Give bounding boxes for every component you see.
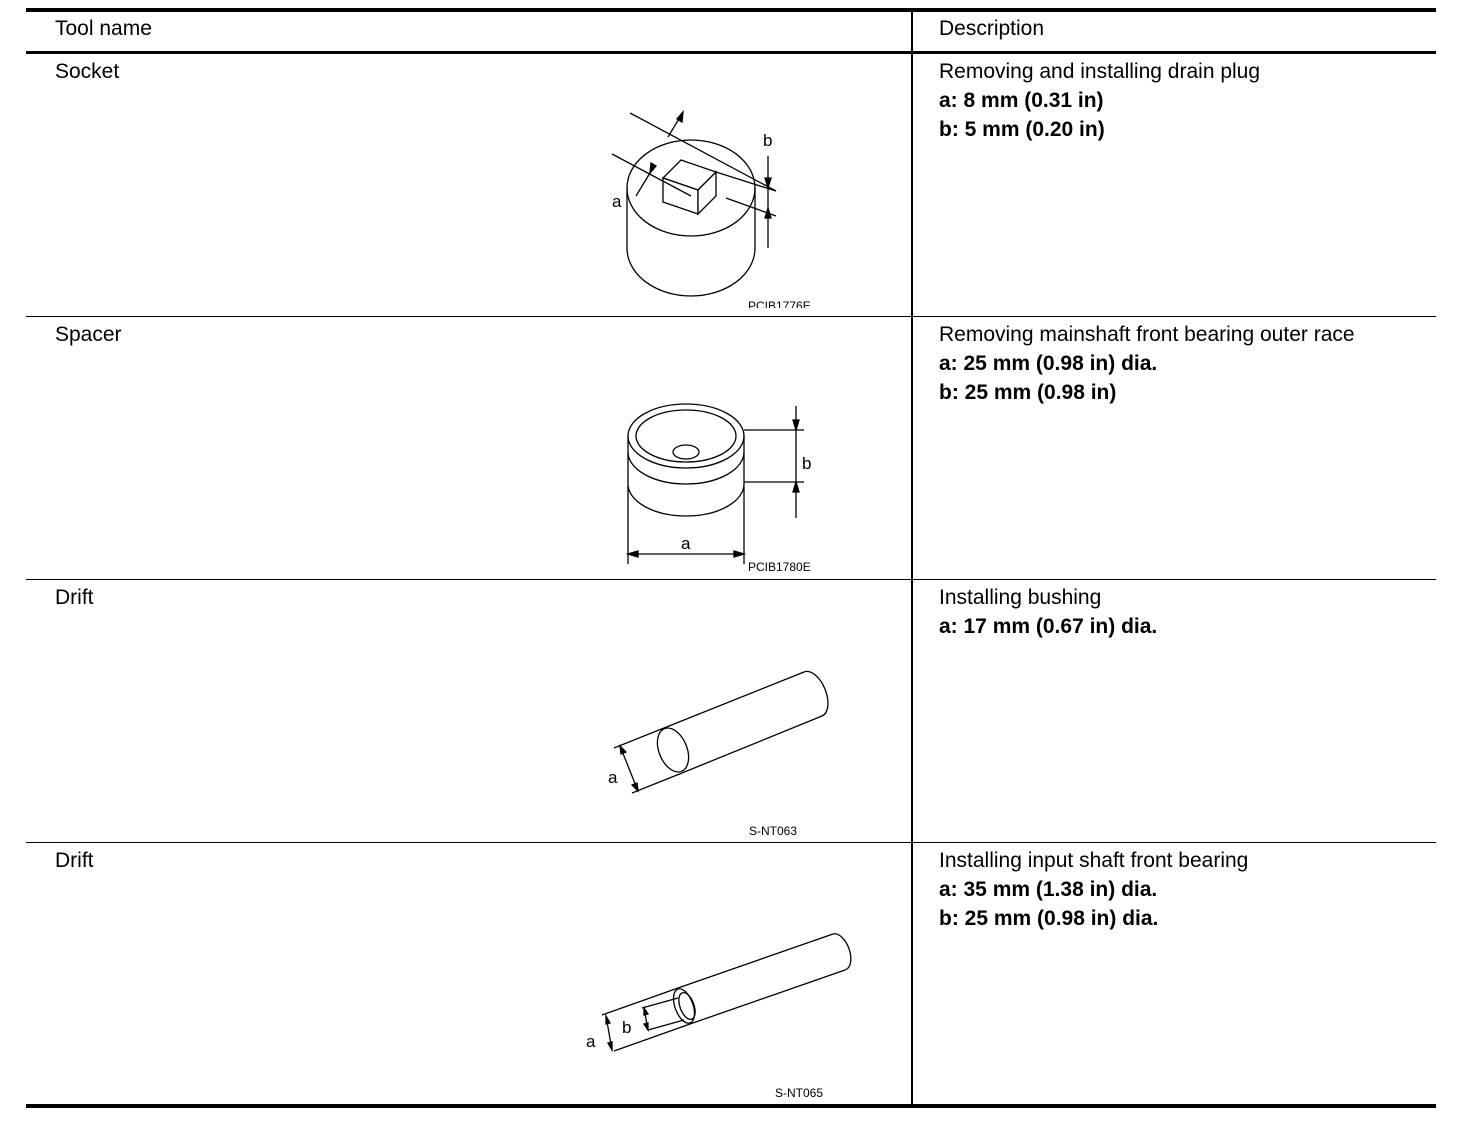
figure-code: PCIB1776E xyxy=(748,299,811,308)
tool-name-cell: Socket xyxy=(55,60,120,83)
spec-line: a: 8 mm (0.31 in) xyxy=(939,89,1104,112)
spacer-illustration: b a PCIB1780E xyxy=(625,403,811,574)
drift-illustration: a S-NT063 xyxy=(608,670,829,838)
dimension-label-b: b xyxy=(802,454,811,473)
tool-name-cell: Drift xyxy=(55,849,94,872)
description-cell: Installing bushing xyxy=(939,586,1102,609)
description-cell: Removing and installing drain plug xyxy=(939,60,1261,83)
spec-line: b: 25 mm (0.98 in) xyxy=(939,381,1117,404)
table-bottom-rule xyxy=(26,1104,1436,1108)
dimension-label-a: a xyxy=(612,192,622,211)
header-bottom-rule xyxy=(26,51,1436,54)
table-top-rule xyxy=(26,8,1436,12)
row-divider xyxy=(26,579,1436,580)
header-tool-name: Tool name xyxy=(55,17,152,40)
dimension-label-b: b xyxy=(622,1018,631,1037)
header-description: Description xyxy=(939,17,1045,40)
spec-line: b: 25 mm (0.98 in) dia. xyxy=(939,907,1159,930)
row-divider xyxy=(26,316,1436,317)
spec-line: a: 25 mm (0.98 in) dia. xyxy=(939,352,1158,375)
dimension-label-a: a xyxy=(608,768,618,787)
socket-illustration: a b PCIB1776E xyxy=(611,110,811,308)
tool-name-cell: Drift xyxy=(55,586,94,609)
column-divider xyxy=(911,8,913,1108)
spec-line: a: 17 mm (0.67 in) dia. xyxy=(939,615,1158,638)
row-divider xyxy=(26,842,1436,843)
dimension-label-b: b xyxy=(763,131,772,150)
figure-code: S-NT063 xyxy=(749,824,797,838)
description-cell: Removing mainshaft front bearing outer r… xyxy=(939,323,1355,346)
figure-code: PCIB1780E xyxy=(748,560,811,574)
drift-illustration: a b S-NT065 xyxy=(586,933,852,1100)
figure-code: S-NT065 xyxy=(775,1086,823,1100)
dimension-label-a: a xyxy=(681,534,691,553)
tool-name-cell: Spacer xyxy=(55,323,122,346)
dimension-label-a: a xyxy=(586,1032,596,1051)
spec-line: b: 5 mm (0.20 in) xyxy=(939,118,1105,141)
description-cell: Installing input shaft front bearing xyxy=(939,849,1249,872)
spec-line: a: 35 mm (1.38 in) dia. xyxy=(939,878,1158,901)
